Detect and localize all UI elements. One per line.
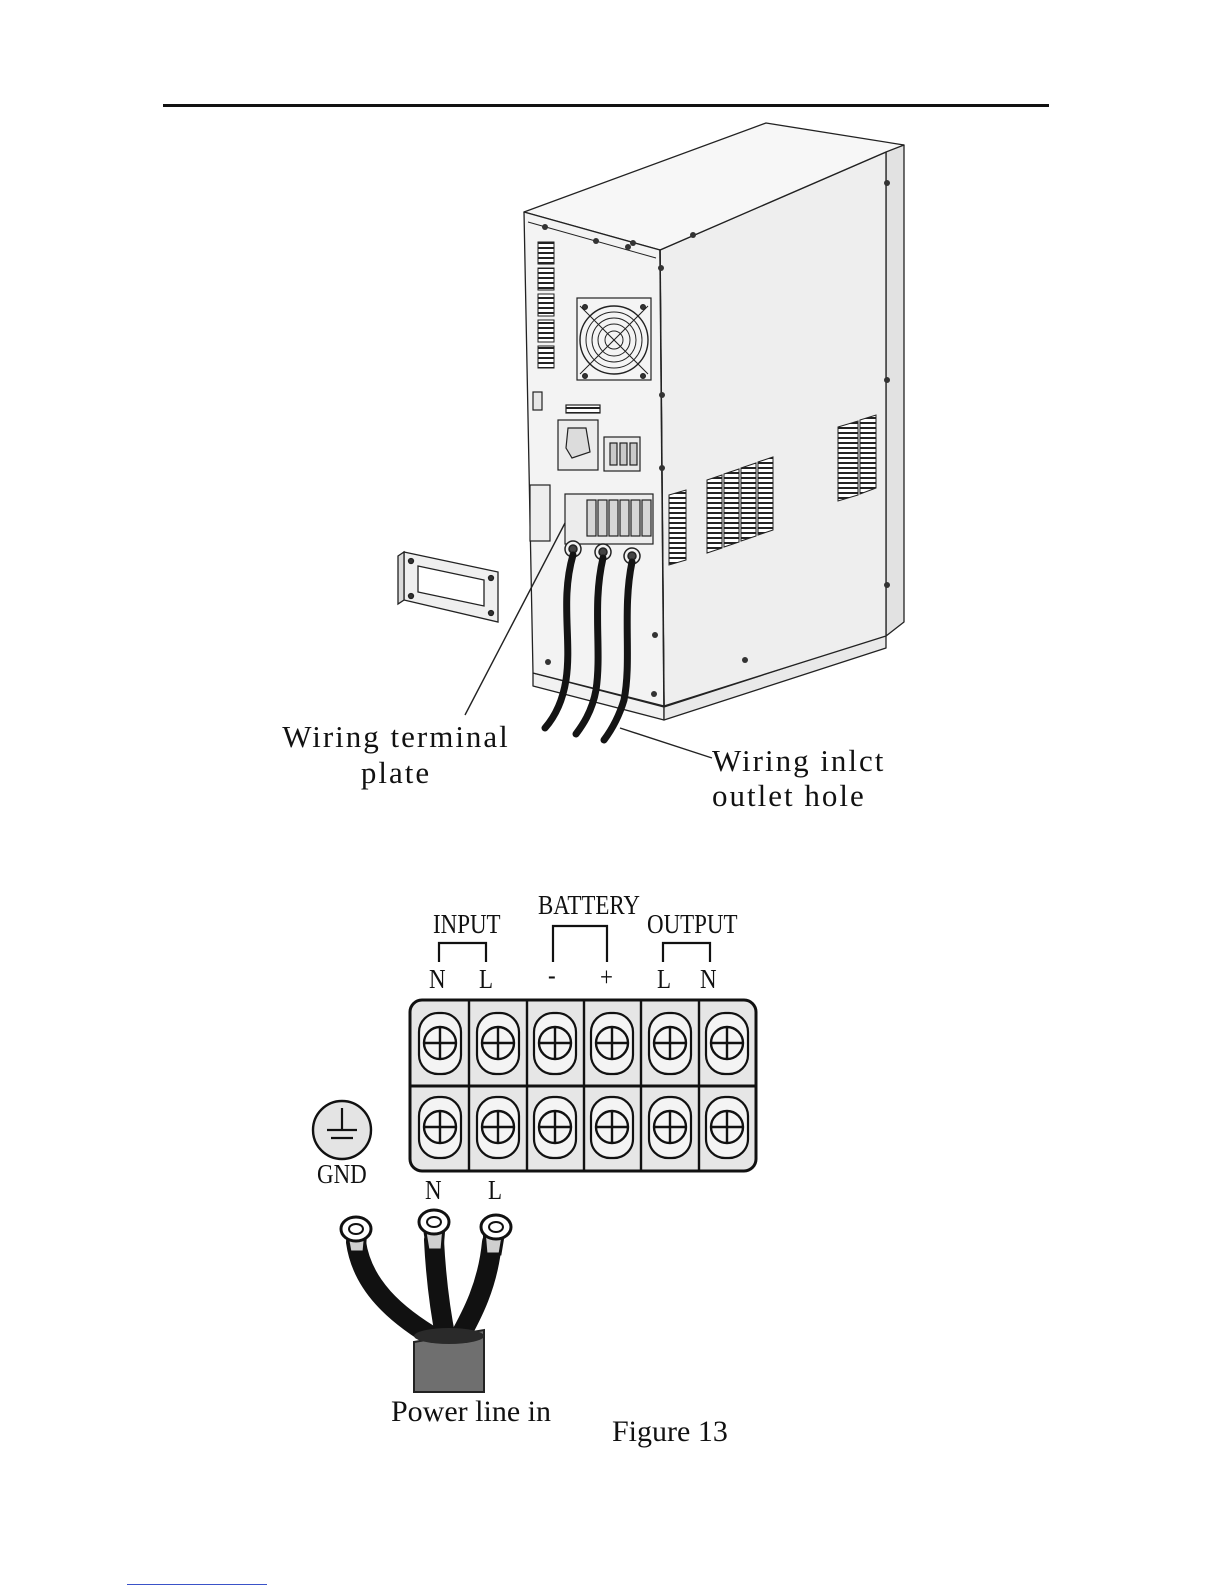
- inlet-hole-label-line1: Wiring inlct: [712, 745, 885, 776]
- battery-pole-plus: +: [600, 964, 613, 991]
- input-pole-l: L: [479, 966, 493, 993]
- output-bracket: [663, 943, 710, 962]
- terminal-screw: [591, 1013, 633, 1074]
- input-group-label: INPUT: [433, 911, 501, 938]
- ups-side-extension: [886, 145, 904, 636]
- terminal-plate-label-line2: plate: [278, 757, 514, 788]
- ring-lug-n: [419, 1210, 449, 1250]
- cable-pole-n: N: [425, 1177, 442, 1204]
- input-pole-n: N: [429, 966, 446, 993]
- cable-pole-l: L: [488, 1177, 502, 1204]
- gnd-label: GND: [317, 1161, 367, 1188]
- terminal-screw: [706, 1013, 748, 1074]
- figure-caption: Figure 13: [612, 1417, 728, 1447]
- output-pole-n: N: [700, 966, 717, 993]
- terminal-screw: [534, 1097, 576, 1158]
- battery-pole-minus: -: [548, 962, 556, 989]
- wire-l: [458, 1242, 492, 1340]
- output-pole-l: L: [657, 966, 671, 993]
- battery-group-label: BATTERY: [538, 892, 640, 919]
- wire-n: [434, 1240, 446, 1340]
- terminal-screw: [706, 1097, 748, 1158]
- terminal-screw: [649, 1013, 691, 1074]
- power-cable: [341, 1210, 511, 1392]
- leader-inlet-hole: [620, 728, 712, 758]
- ups-terminal-area: [565, 494, 653, 544]
- battery-bracket: [553, 926, 607, 962]
- terminal-screw: [419, 1097, 461, 1158]
- ground-symbol-icon: [313, 1101, 371, 1159]
- cooling-fan: [577, 298, 651, 380]
- terminal-screw: [534, 1013, 576, 1074]
- terminal-screw: [419, 1013, 461, 1074]
- terminal-screw: [477, 1097, 519, 1158]
- ring-lug-l: [481, 1215, 511, 1254]
- inlet-hole-label-line2: outlet hole: [712, 780, 866, 811]
- cable-label: Power line in: [391, 1397, 551, 1427]
- terminal-block-body: [410, 1000, 756, 1171]
- input-bracket: [439, 943, 486, 962]
- output-group-label: OUTPUT: [647, 911, 738, 938]
- terminal-screw: [477, 1013, 519, 1074]
- terminal-plate-label-line1: Wiring terminal: [278, 721, 514, 752]
- terminal-screw: [649, 1097, 691, 1158]
- wiring-cover-plate: [398, 552, 498, 622]
- terminal-screw: [591, 1097, 633, 1158]
- ups-back-vents: [538, 242, 554, 368]
